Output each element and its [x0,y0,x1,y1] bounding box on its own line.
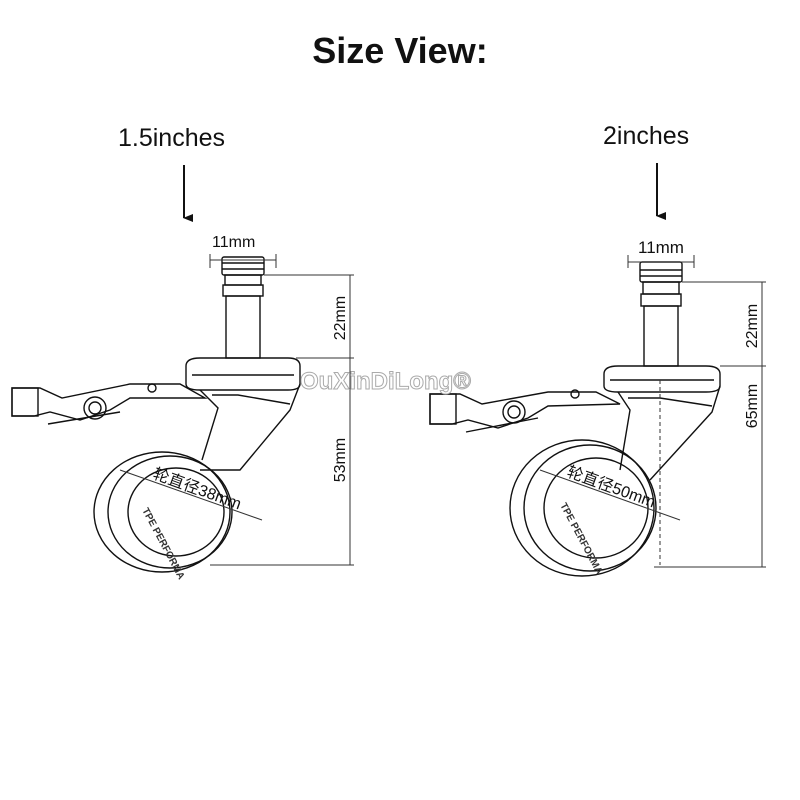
left-stem-height-label: 22mm [332,296,349,340]
right-stem-diameter-label: 11mm [638,238,684,257]
left-brake-lever [11,383,208,425]
right-tread-text: TPE PERFORMA [557,501,604,576]
right-brake-lever [429,389,621,433]
left-stem [221,256,265,359]
left-top-plate [185,357,301,391]
left-stem-diameter-label: 11mm [212,234,255,251]
watermark: OuXinDiLong® [300,368,471,395]
left-fork [199,389,219,461]
right-top-plate [603,365,721,393]
right-dimensions [539,255,766,568]
right-wheel [509,439,657,577]
right-stem [639,261,683,367]
page-title: Size View: [312,30,488,71]
right-fork [617,391,631,471]
right-stem-height-label: 22mm [744,304,761,348]
left-wheel [93,451,233,573]
left-body-height-label: 53mm [332,438,349,482]
right-body-height-label: 65mm [744,384,761,428]
right-size-label: 2inches [603,122,690,150]
left-size-label: 1.5inches [118,124,226,152]
left-caster [11,165,301,573]
left-dimensions [119,254,354,566]
right-caster [429,163,721,577]
